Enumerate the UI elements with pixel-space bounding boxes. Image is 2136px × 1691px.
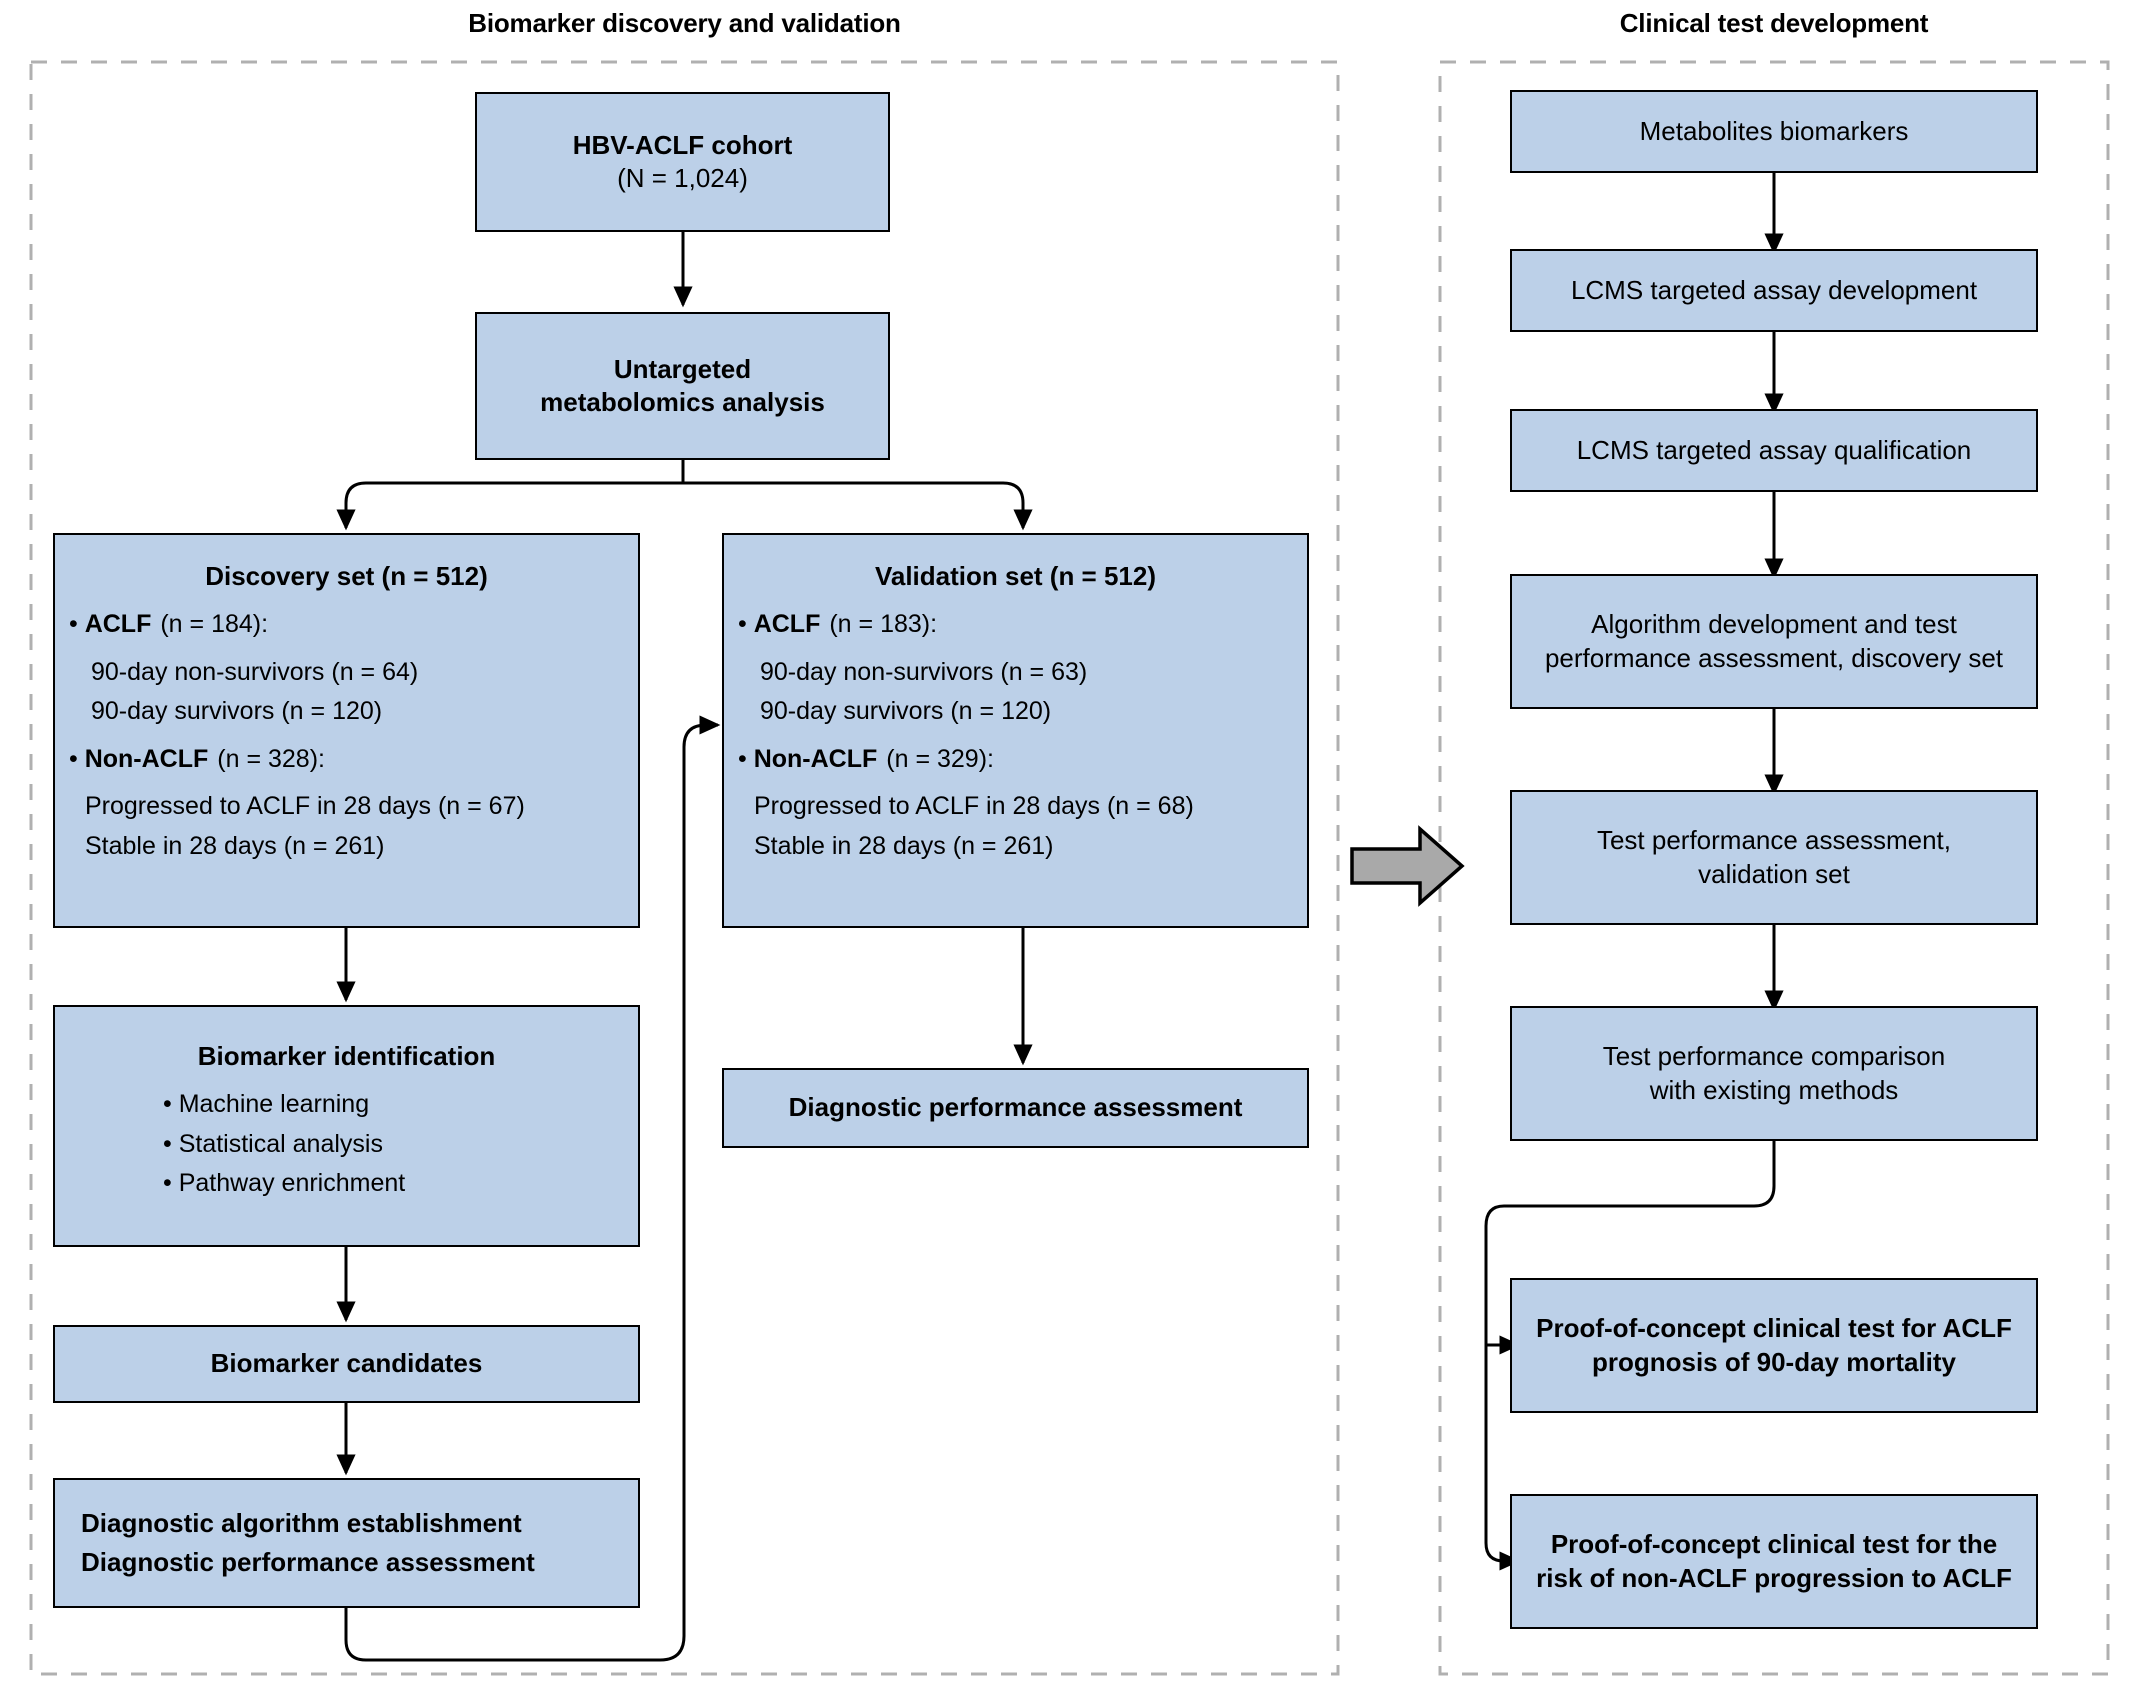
edge-comparison-stem [1484, 1141, 1776, 1571]
biomarker-identification-item-1: • Statistical analysis [55, 1128, 746, 1161]
biomarker-identification-item-0: • Machine learning [55, 1088, 746, 1121]
validation-group1-line: • ACLF (n = 183): [724, 608, 1321, 641]
node-test-performance-validation[interactable]: Test performance assessment, validation … [1510, 790, 2038, 925]
metabolites-biomarkers-line-1: Metabolites biomarkers [1639, 115, 1909, 146]
discovery-group1-count: (n = 184): [160, 610, 269, 638]
bullet-icon: • [738, 744, 754, 773]
biomarker-candidates-label: Biomarker candidates [210, 1348, 483, 1379]
node-poc-prognosis[interactable]: Proof-of-concept clinical test for ACLF … [1510, 1278, 2038, 1413]
node-poc-progression[interactable]: Proof-of-concept clinical test for the r… [1510, 1494, 2038, 1629]
poc-prognosis-line-1: Proof-of-concept clinical test for ACLF [1536, 1313, 2012, 1344]
right-panel-title: Clinical test development [1619, 8, 1929, 38]
diagnostic-algorithm-line-2: Diagnostic performance assessment [81, 1547, 535, 1577]
validation-group2-line: • Non-ACLF (n = 329): [724, 743, 1321, 776]
lcms-assay-qualification-line-1: LCMS targeted assay qualification [1576, 434, 1972, 465]
bullet-icon: • [738, 610, 754, 638]
diagnostic-algorithm-line-1: Diagnostic algorithm establishment [81, 1507, 522, 1538]
node-algorithm-development[interactable]: Algorithm development and test performan… [1510, 574, 2038, 709]
biomarker-identification-header: Biomarker identification [197, 1041, 496, 1071]
node-diagnostic-algorithm[interactable]: Diagnostic algorithm establishment Diagn… [53, 1478, 640, 1608]
cohort-line-1: HBV-ACLF cohort [572, 129, 793, 160]
test-performance-validation-line-1: Test performance assessment, [1596, 825, 1952, 856]
node-hbv-aclf-cohort[interactable]: HBV-ACLF cohort (N = 1,024) [475, 92, 890, 232]
left-panel-border [29, 60, 1340, 1676]
node-lcms-assay-qualification[interactable]: LCMS targeted assay qualification [1510, 409, 2038, 492]
validation-group2-item-0: Progressed to ACLF in 28 days (n = 68) [754, 792, 1194, 820]
poc-prognosis-line-2: prognosis of 90-day mortality [1591, 1346, 1957, 1377]
validation-group2-item-1: Stable in 28 days (n = 261) [754, 831, 1054, 860]
discovery-group2-count: (n = 328): [217, 744, 325, 773]
test-performance-comparison-line-1: Test performance comparison [1602, 1041, 1946, 1072]
discovery-group2-item-1: Stable in 28 days (n = 261) [85, 831, 385, 860]
poc-progression-line-2: risk of non-ACLF progression to ACLF [1536, 1562, 2012, 1593]
validation-group1-item-1: 90-day survivors (n = 120) [760, 697, 1052, 725]
validation-group1-item-0: 90-day non-survivors (n = 63) [760, 657, 1088, 686]
algorithm-development-line-1: Algorithm development and test [1591, 609, 1957, 640]
biomarker-identification-item-0-text: Machine learning [178, 1090, 370, 1118]
poc-progression-line-1: Proof-of-concept clinical test for the [1550, 1529, 1998, 1560]
discovery-group1-item-1: 90-day survivors (n = 120) [91, 697, 383, 725]
bullet-icon: • [69, 610, 85, 638]
panel-transition-arrow [1350, 825, 1465, 907]
biomarker-identification-item-1-text: Statistical analysis [178, 1129, 383, 1158]
edge-algorithm-to-validation [344, 715, 721, 1662]
test-performance-comparison-line-2: with existing methods [1649, 1074, 1899, 1105]
metabolomics-line-1: Untargeted [613, 353, 752, 384]
bullet-icon: • [163, 1090, 179, 1118]
node-discovery-set[interactable]: Discovery set (n = 512) • ACLF (n = 184):… [53, 533, 640, 928]
discovery-group1-item-0: 90-day non-survivors (n = 64) [91, 657, 419, 686]
discovery-group1-label: ACLF [84, 610, 152, 638]
validation-group2-count: (n = 329): [886, 744, 994, 773]
discovery-group1-line: • ACLF (n = 184): [55, 608, 652, 641]
bullet-icon: • [163, 1129, 179, 1158]
node-biomarker-candidates[interactable]: Biomarker candidates [53, 1325, 640, 1403]
node-diagnostic-performance-assessment[interactable]: Diagnostic performance assessment [722, 1068, 1309, 1148]
node-test-performance-comparison[interactable]: Test performance comparison with existin… [1510, 1006, 2038, 1141]
discovery-group2-item-0: Progressed to ACLF in 28 days (n = 67) [85, 792, 525, 820]
node-validation-set[interactable]: Validation set (n = 512) • ACLF (n = 183)… [722, 533, 1309, 928]
bullet-icon: • [69, 744, 85, 773]
validation-group1-label: ACLF [753, 610, 821, 638]
diagnostic-performance-label: Diagnostic performance assessment [788, 1092, 1243, 1123]
discovery-group2-line: • Non-ACLF (n = 328): [55, 743, 652, 776]
validation-group1-count: (n = 183): [829, 610, 938, 638]
discovery-set-header: Discovery set (n = 512) [205, 561, 488, 591]
validation-group2-label: Non-ACLF [753, 744, 878, 773]
biomarker-identification-item-2-text: Pathway enrichment [178, 1169, 406, 1197]
edge-split-to-validation [683, 481, 1033, 531]
discovery-group2-label: Non-ACLF [84, 744, 209, 773]
metabolomics-line-2: metabolomics analysis [540, 387, 825, 417]
validation-set-header: Validation set (n = 512) [874, 561, 1157, 591]
bullet-icon: • [163, 1169, 179, 1197]
biomarker-identification-item-2: • Pathway enrichment [55, 1167, 746, 1200]
algorithm-development-line-2: performance assessment, discovery set [1544, 642, 2004, 673]
node-lcms-assay-development[interactable]: LCMS targeted assay development [1510, 249, 2038, 332]
node-biomarker-identification[interactable]: Biomarker identification • Machine learn… [53, 1005, 640, 1247]
cohort-line-2: (N = 1,024) [617, 163, 748, 193]
test-performance-validation-line-2: validation set [1698, 858, 1850, 889]
edge-split-to-discovery [336, 481, 683, 531]
lcms-assay-development-line-1: LCMS targeted assay development [1570, 274, 1978, 305]
left-panel-title: Biomarker discovery and validation [468, 8, 901, 38]
node-untargeted-metabolomics[interactable]: Untargeted metabolomics analysis [475, 312, 890, 460]
node-metabolites-biomarkers[interactable]: Metabolites biomarkers [1510, 90, 2038, 173]
